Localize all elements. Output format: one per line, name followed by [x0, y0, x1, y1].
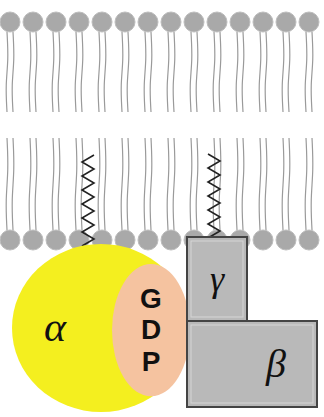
lipid-tail [150, 138, 152, 230]
lipid-head [253, 12, 273, 32]
alpha-shape [12, 244, 190, 412]
subunit-label: G D P [136, 283, 167, 377]
lipid-head [92, 12, 112, 32]
lipid-tail [75, 138, 77, 230]
subunit-box [187, 237, 247, 321]
lipid-tail [259, 138, 261, 230]
lipid-tail [190, 32, 192, 112]
lipid-tail [305, 32, 307, 112]
lipid-tail [127, 138, 129, 230]
lipid-tail [196, 32, 198, 112]
lipid-head [207, 12, 227, 32]
lipid-tail [242, 138, 244, 230]
lipid-tail [12, 138, 14, 230]
beta-subunit-outline [186, 320, 318, 408]
lipid-tail [282, 32, 284, 112]
lipid-tail [144, 138, 146, 230]
subunit-box [187, 321, 317, 407]
lipid-tail [167, 32, 169, 112]
lipid-tail [213, 32, 215, 112]
box-bevel [191, 325, 313, 403]
lipid-tail [190, 138, 192, 230]
lipid-anchor [82, 155, 94, 246]
lipid-tail [219, 32, 221, 112]
lipid-tail [58, 138, 60, 230]
lipid-tail [311, 32, 313, 112]
lipid-tail [104, 32, 106, 112]
lipid-anchor [208, 154, 220, 238]
lipid-head [299, 12, 319, 32]
lipid-head [23, 230, 43, 250]
gamma-subunit: γ [186, 236, 248, 322]
lipid-tail [311, 138, 313, 230]
lipid-tail [167, 138, 169, 230]
subunit-label: β [266, 342, 286, 387]
lipid-tails [6, 32, 313, 230]
gdp-oval: G D P [112, 264, 190, 396]
lipid-head [161, 230, 181, 250]
lipid-head [253, 230, 273, 250]
lipid-tail [29, 32, 31, 112]
lipid-tail [81, 138, 83, 230]
lipid-tail [58, 32, 60, 112]
lipid-tail [259, 32, 261, 112]
lipid-head [299, 230, 319, 250]
box-bevel [191, 241, 243, 317]
lipid-head [276, 12, 296, 32]
lipid-tail [98, 138, 100, 230]
lipid-tail [288, 32, 290, 112]
lipid-head [138, 12, 158, 32]
gdp-shape [112, 264, 190, 396]
lipid-tail [6, 138, 8, 230]
lipid-head [69, 12, 89, 32]
beta-subunit: β [186, 320, 318, 408]
lipid-head [46, 12, 66, 32]
lipid-tail [242, 32, 244, 112]
lipid-tail [121, 32, 123, 112]
lipid-tail [150, 32, 152, 112]
lipid-head [0, 12, 20, 32]
lipid-head [230, 12, 250, 32]
lipid-tail [265, 32, 267, 112]
lipid-tail [81, 32, 83, 112]
subunit-label: γ [210, 259, 224, 299]
lipid-tail [305, 138, 307, 230]
lipid-tail [236, 138, 238, 230]
lipid-head [0, 230, 20, 250]
lipid-tail [121, 138, 123, 230]
lipid-head [161, 12, 181, 32]
lipid-head [23, 12, 43, 32]
lipid-tail [75, 32, 77, 112]
lipid-head [46, 230, 66, 250]
lipid-tail [35, 32, 37, 112]
lipid-tail [98, 32, 100, 112]
lipid-tail [173, 138, 175, 230]
lipid-head [276, 230, 296, 250]
lipid-tail [52, 32, 54, 112]
lipid-tail [288, 138, 290, 230]
lipid-tail [29, 138, 31, 230]
lipid-tail [12, 32, 14, 112]
lipid-tail [127, 32, 129, 112]
lipid-tail [265, 138, 267, 230]
lipid-tail [236, 32, 238, 112]
lipid-tail [6, 32, 8, 112]
lipid-head [138, 230, 158, 250]
lipid-tail [282, 138, 284, 230]
lipid-tail [196, 138, 198, 230]
lipid-tail [35, 138, 37, 230]
subunit-label: α [44, 304, 66, 351]
lipid-tail [173, 32, 175, 112]
lipid-head [115, 12, 135, 32]
lipid-tail [104, 138, 106, 230]
alpha-subunit: αG D P [12, 244, 190, 412]
lipid-tail [52, 138, 54, 230]
lipid-heads [0, 12, 319, 250]
lipid-head [184, 12, 204, 32]
lipid-tail [144, 32, 146, 112]
lipid-tail [213, 138, 215, 230]
